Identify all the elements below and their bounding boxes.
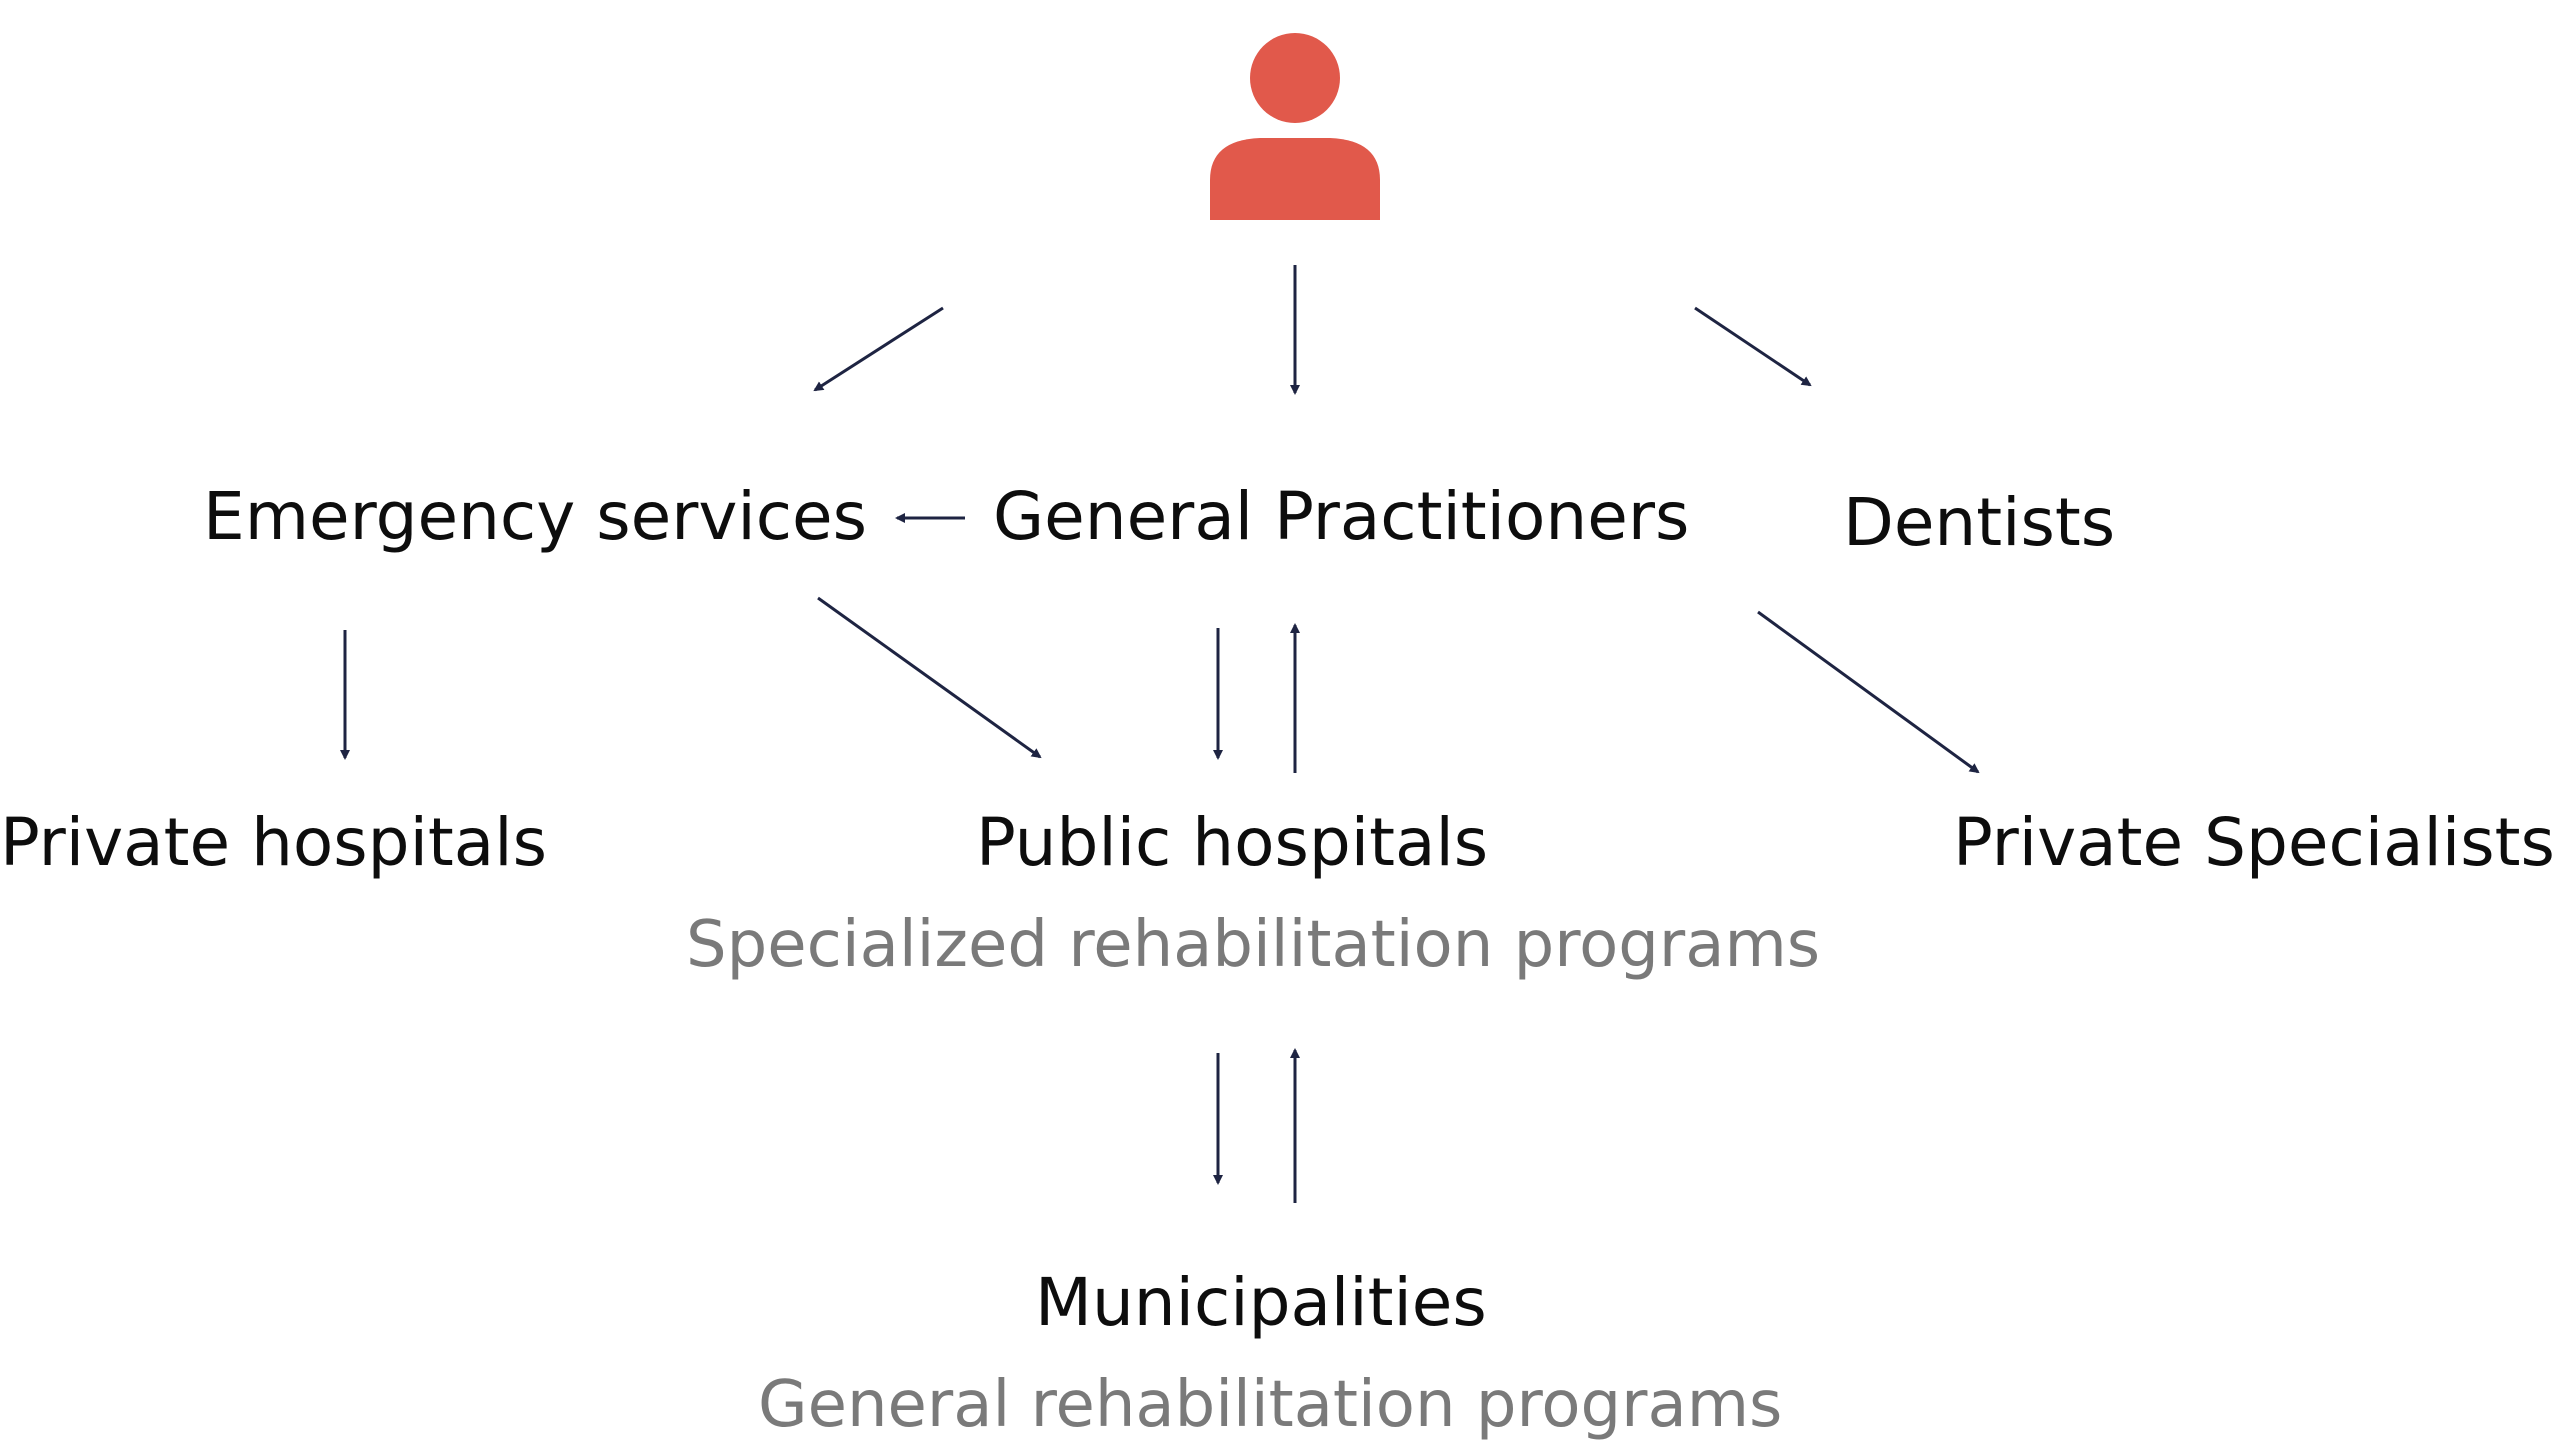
node-emergency-services: Emergency services bbox=[203, 478, 868, 555]
node-public-hospitals: Public hospitals bbox=[976, 804, 1489, 881]
arrow-person-to-dentists bbox=[1694, 306, 1812, 387]
node-general-practitioners: General Practitioners bbox=[993, 478, 1690, 555]
node-private-hospitals: Private hospitals bbox=[0, 804, 547, 881]
node-municipalities: Municipalities bbox=[1035, 1264, 1487, 1341]
arrow-person-to-emergency bbox=[813, 306, 944, 392]
person-icon bbox=[1210, 33, 1380, 220]
node-municipalities-subtitle: General rehabilitation programs bbox=[758, 1368, 1783, 1442]
node-dentists: Dentists bbox=[1843, 484, 2116, 561]
node-public-hospitals-subtitle: Specialized rehabilitation programs bbox=[686, 908, 1821, 982]
arrow-emergency-to-public-hospitals bbox=[817, 596, 1042, 759]
arrow-gp-to-private-specialists bbox=[1757, 610, 1980, 774]
node-private-specialists: Private Specialists bbox=[1953, 804, 2555, 881]
